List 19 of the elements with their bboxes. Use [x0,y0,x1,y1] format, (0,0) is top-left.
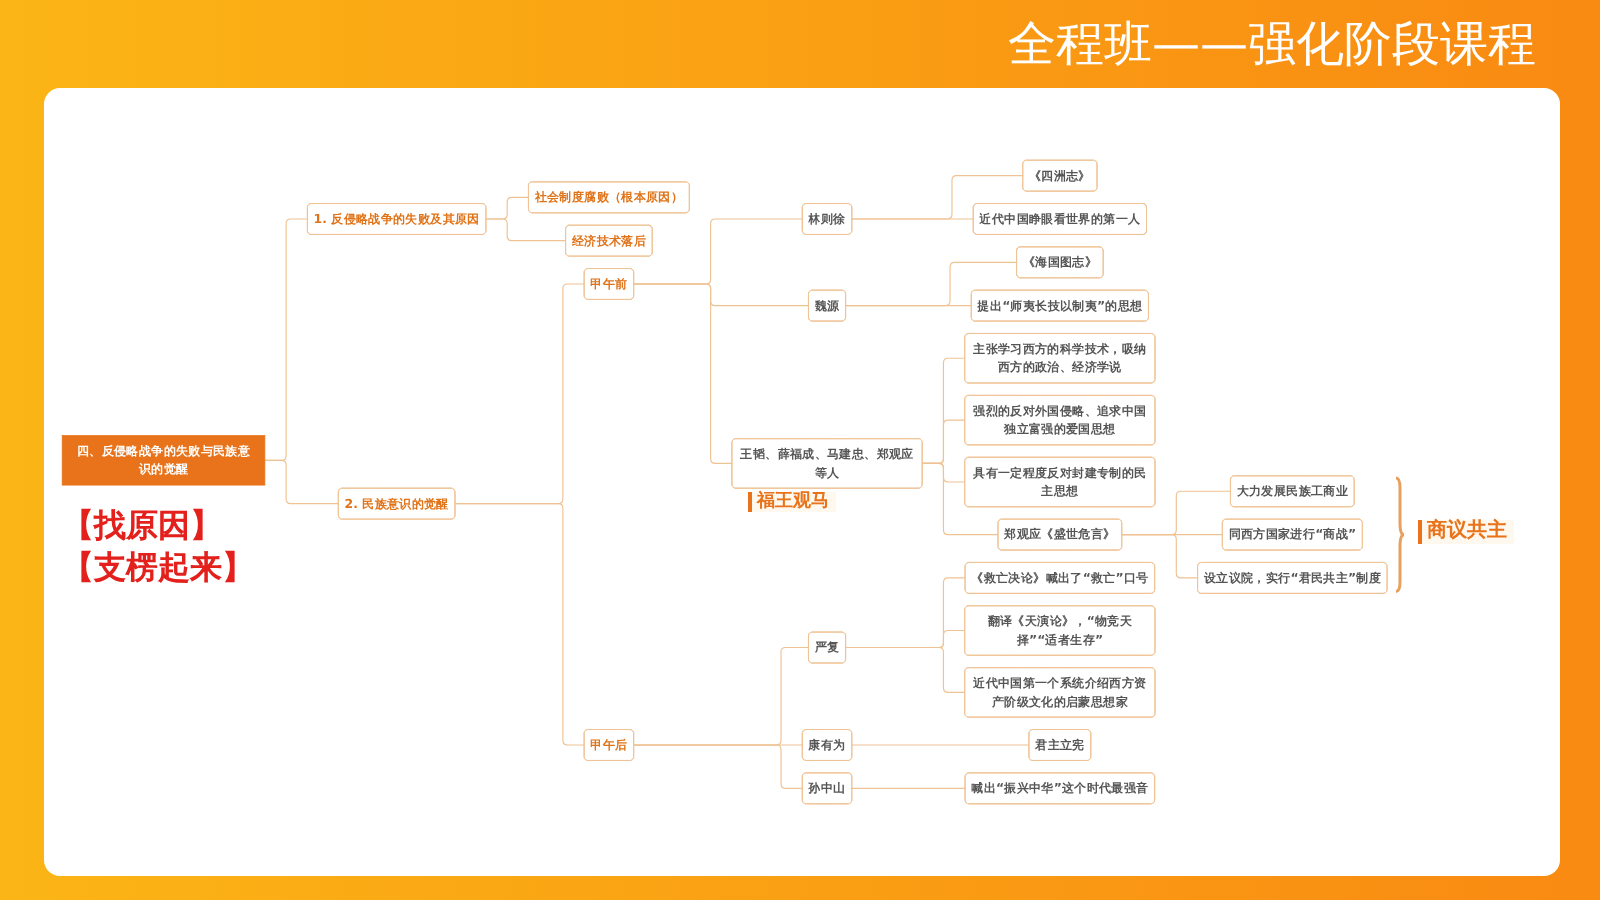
annotation-text: 【找原因】 [62,505,223,544]
connector [851,787,966,789]
annotation-text: 【支楞起来】 [62,547,255,586]
connector [921,462,999,536]
title: 全程班——强化阶段课程 [1008,14,1536,74]
connector [851,175,1024,220]
connector [633,283,733,464]
node-box [61,435,266,486]
connector [485,218,567,242]
connector [845,305,972,307]
connector [845,646,966,693]
connector [264,459,339,505]
handwritten-note: 商议共主 [1417,520,1514,545]
connector [845,261,1018,307]
connector [1121,534,1199,579]
connector [851,744,1030,746]
connector [851,218,974,220]
handwritten-note: 福王观马 [747,491,836,513]
connector [633,744,803,789]
